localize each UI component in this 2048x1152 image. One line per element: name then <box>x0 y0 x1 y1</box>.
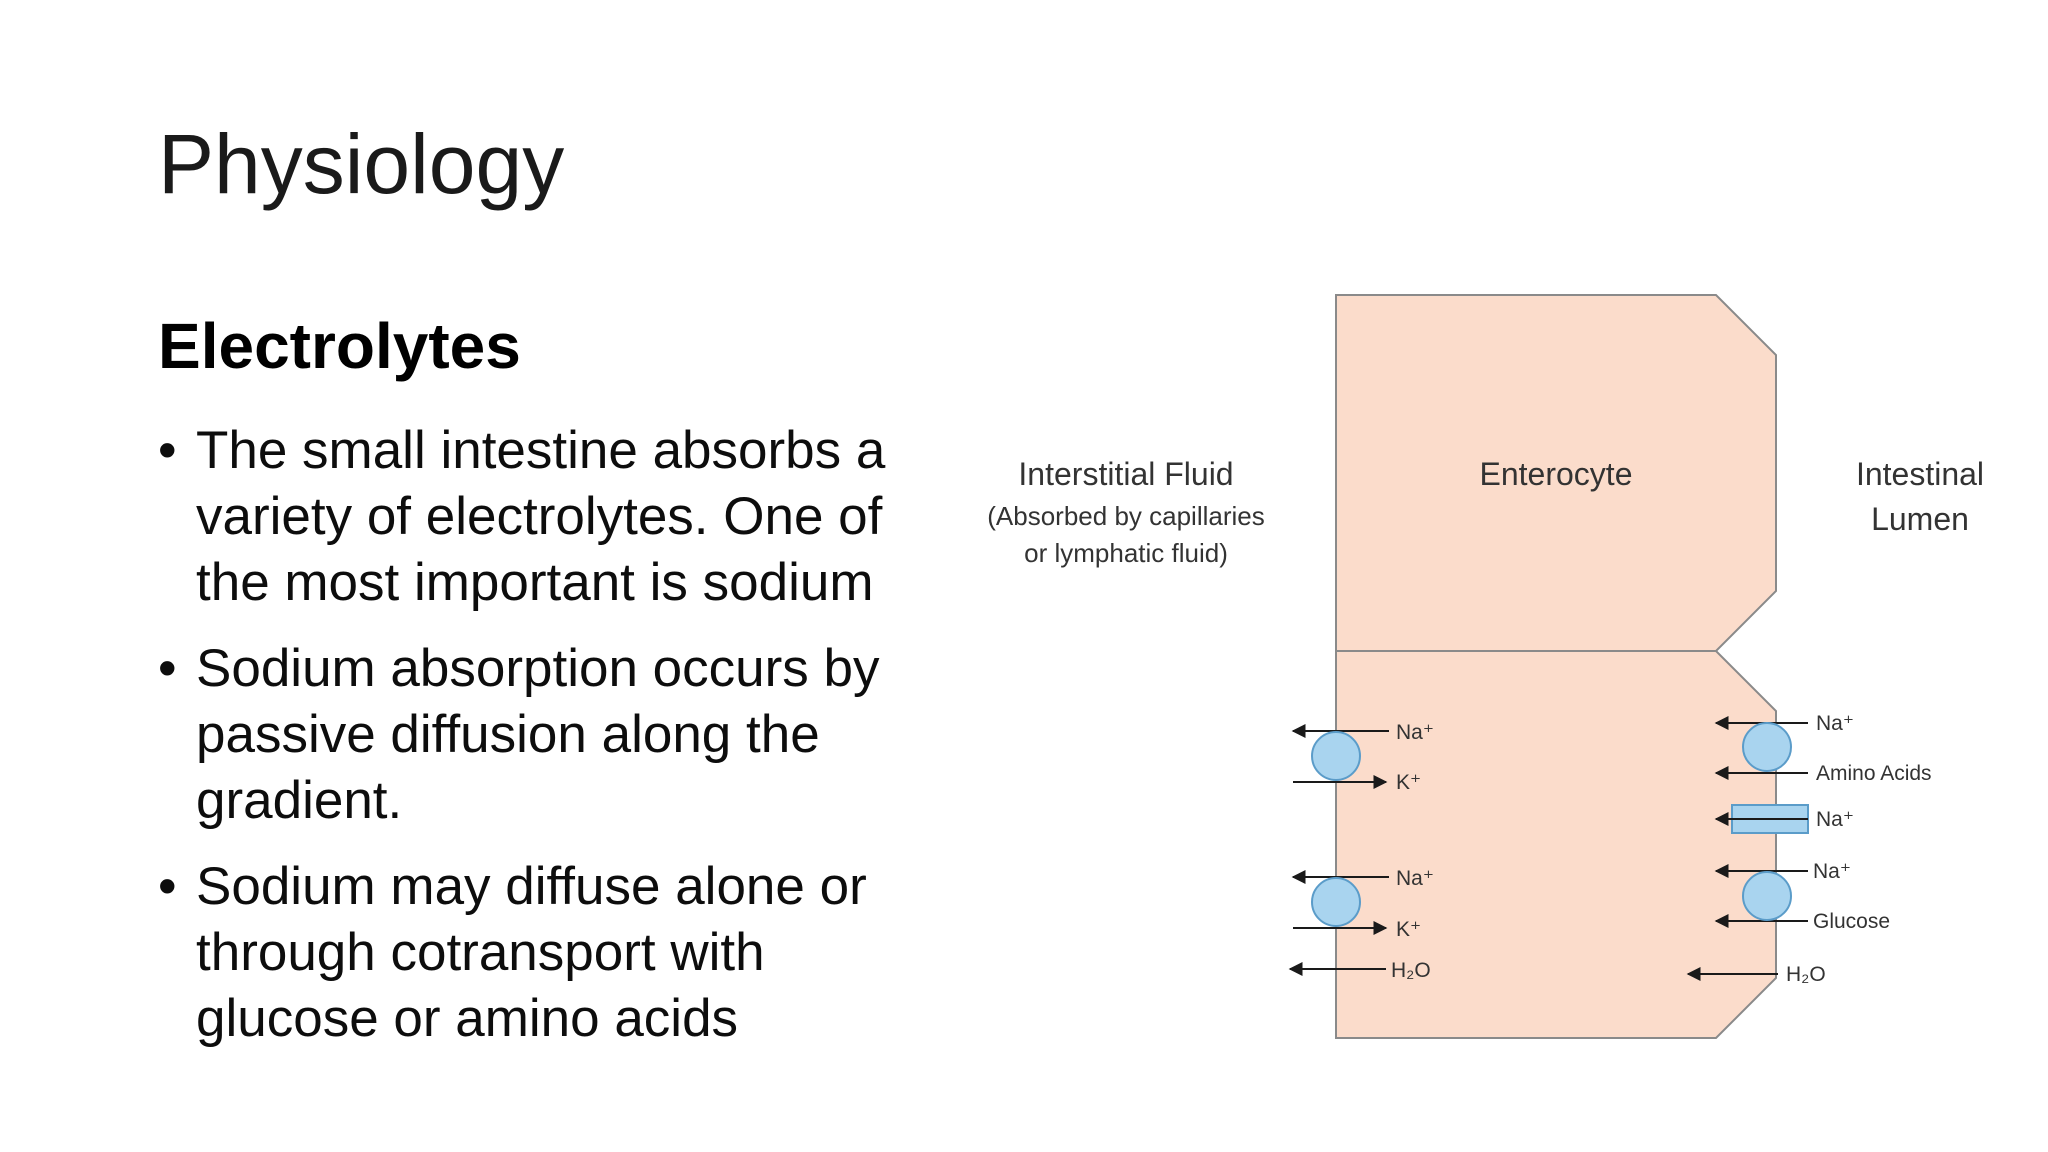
na-amino-acid-cotransporter-icon <box>1742 722 1792 772</box>
bullet-marker-icon: • <box>158 421 177 480</box>
enterocyte-cell-lower <box>1335 650 1777 1039</box>
ion-label: H₂O <box>1391 959 1431 982</box>
bullet-text: Sodium may diffuse alone or through cotr… <box>196 857 867 1048</box>
ion-label: H₂O <box>1786 963 1826 986</box>
ion-label: Amino Acids <box>1816 762 1932 785</box>
interstitial-fluid-label: Interstitial Fluid <box>1018 456 1233 492</box>
interstitial-sublabel: or lymphatic fluid) <box>1024 538 1228 568</box>
ion-label: Na⁺ <box>1396 867 1434 890</box>
ion-label: K⁺ <box>1396 918 1421 941</box>
na-k-pump-icon <box>1311 877 1361 927</box>
bullet-item: • Sodium may diffuse alone or through co… <box>158 854 958 1052</box>
slide-title: Physiology <box>158 117 565 211</box>
ion-label: Na⁺ <box>1813 860 1851 883</box>
enterocyte-label: Enterocyte <box>1480 456 1633 492</box>
ion-label: Glucose <box>1813 910 1890 933</box>
interstitial-sublabel: (Absorbed by capillaries <box>987 501 1264 531</box>
ion-label: Na⁺ <box>1396 721 1434 744</box>
na-glucose-cotransporter-icon <box>1742 871 1792 921</box>
bullet-marker-icon: • <box>158 857 177 916</box>
ion-label: Na⁺ <box>1816 808 1854 831</box>
bullet-item: • Sodium absorption occurs by passive di… <box>158 636 958 834</box>
bullet-item: • The small intestine absorbs a variety … <box>158 418 958 616</box>
section-heading: Electrolytes <box>158 310 521 382</box>
bullet-text: Sodium absorption occurs by passive diff… <box>196 639 880 830</box>
bullet-marker-icon: • <box>158 639 177 698</box>
bullet-text: The small intestine absorbs a variety of… <box>196 421 886 612</box>
ion-label: K⁺ <box>1396 771 1421 794</box>
intestinal-lumen-label: Intestinal <box>1856 456 1984 492</box>
intestinal-lumen-label: Lumen <box>1871 501 1969 537</box>
bullet-list: • The small intestine absorbs a variety … <box>158 418 958 1072</box>
enterocyte-diagram: Enterocyte Interstitial Fluid (Absorbed … <box>987 294 1984 1039</box>
ion-label: Na⁺ <box>1816 712 1854 735</box>
na-k-pump-icon <box>1311 731 1361 781</box>
